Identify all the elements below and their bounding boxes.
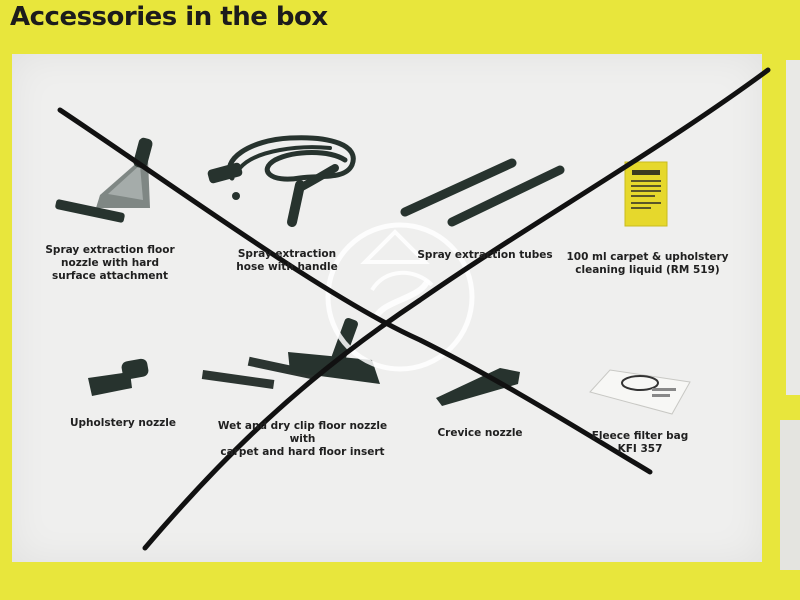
cross-out-mark (57, 67, 771, 551)
spray-nozzle-icon (55, 137, 153, 223)
upholstery-nozzle-icon (88, 358, 149, 396)
side-panel-edge (786, 60, 800, 395)
label-floor-nozzle: Wet and dry clip floor nozzle with carpe… (217, 420, 388, 458)
label-upholstery-nozzle: Upholstery nozzle (69, 417, 177, 429)
label-filter-bag: Fleece filter bag KFI 357 (591, 430, 689, 455)
floor-nozzle-icon (201, 318, 380, 389)
watermark-logo-icon (325, 222, 475, 372)
label-cleaning-liquid: 100 ml carpet & upholstery cleaning liqu… (566, 251, 729, 276)
label-spray-nozzle: Spray extraction floor nozzle with hard … (45, 244, 175, 282)
filter-bag-icon (589, 369, 691, 415)
label-tubes: Spray extraction tubes (417, 249, 553, 261)
page-title: Accessories in the box (10, 2, 328, 32)
side-panel-edge-lower (780, 420, 800, 570)
label-hose: Spray extraction hose with handle (236, 248, 338, 273)
label-crevice-nozzle: Crevice nozzle (437, 427, 523, 439)
hose-icon (207, 135, 356, 227)
cleaning-liquid-icon (624, 161, 668, 227)
crevice-nozzle-icon (436, 368, 520, 406)
tubes-icon (400, 158, 565, 227)
